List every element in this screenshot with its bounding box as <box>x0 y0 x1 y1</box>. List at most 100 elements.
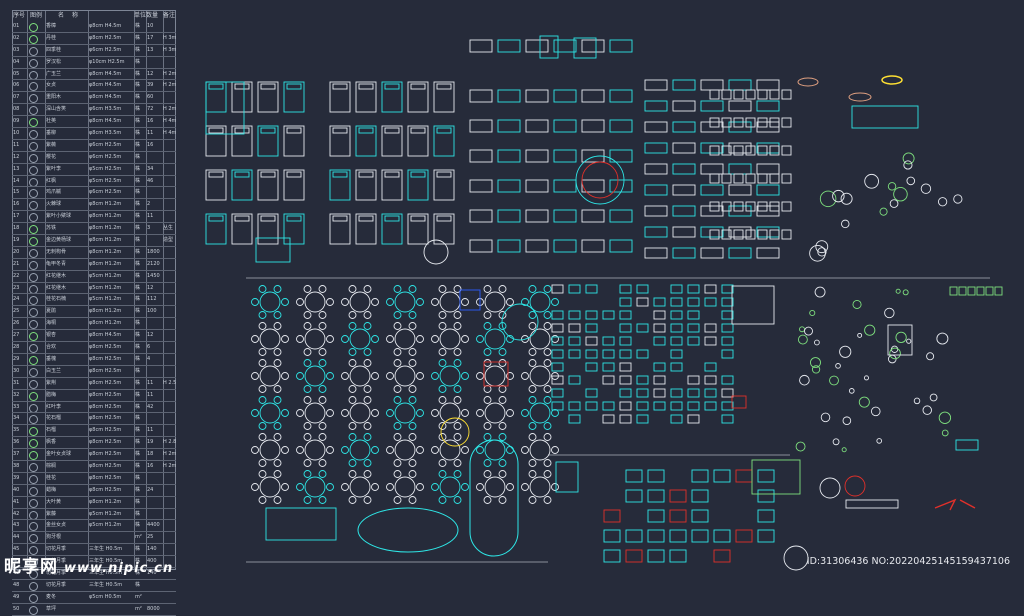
plant-symbol-icon <box>29 34 38 44</box>
sofa-block <box>756 142 780 154</box>
chair-block <box>733 173 744 184</box>
chair-block <box>438 385 447 393</box>
bed-block <box>329 213 351 245</box>
pillow-block <box>234 83 250 90</box>
chair-block <box>318 385 327 393</box>
dining-table-block <box>439 365 461 387</box>
legend-cell-qty: 11 <box>147 213 154 220</box>
legend-cell-qty: 4400 <box>147 522 160 529</box>
pillow-block <box>358 83 374 90</box>
chair-block <box>431 409 439 417</box>
fixture-block <box>568 284 581 294</box>
legend-cell-unit: 株 <box>135 510 141 517</box>
plant-symbol-icon <box>29 474 38 484</box>
plant-symbol-icon <box>29 498 38 508</box>
chair-block <box>528 433 537 441</box>
chair-block <box>483 459 492 467</box>
plant-symbol <box>811 365 821 374</box>
legend-cell-no: 02 <box>13 34 20 41</box>
plant-symbol-icon <box>29 403 38 413</box>
chair-block <box>757 173 768 184</box>
legend-cell-spec: φ6cm H2.5m <box>89 153 122 160</box>
chair-block <box>318 311 327 319</box>
legend-cell-spec: φ8cm H1.2m <box>89 201 122 208</box>
legend-cell-name: 银杏 <box>46 332 57 339</box>
bed-block <box>329 169 351 201</box>
legend-cell-name: 夏鹃 <box>46 308 57 315</box>
chair-block <box>408 385 417 393</box>
chair-block <box>483 311 492 319</box>
fixture-block <box>568 414 581 424</box>
legend-cell-qty: 34 <box>147 165 154 172</box>
office-desk-block <box>625 469 643 483</box>
fixture-block <box>619 297 632 307</box>
sofa-block <box>672 205 696 217</box>
legend-cell-name: 大叶黄 <box>46 498 62 505</box>
plant-symbol-icon <box>29 106 38 116</box>
chair-block <box>483 396 492 404</box>
fixture-block <box>619 362 632 372</box>
legend-cell-no: 31 <box>13 379 20 386</box>
plant-symbol <box>797 334 808 345</box>
chair-block <box>438 396 447 404</box>
dining-table-block <box>439 476 461 498</box>
chair-block <box>506 483 514 491</box>
legend-cell-name: 垂槐 <box>46 355 57 362</box>
chair-block <box>757 117 768 128</box>
header-name: 名 <box>58 12 65 19</box>
fixture-block <box>619 323 632 333</box>
legend-cell-note: H 2.5m <box>163 379 176 386</box>
chair-block <box>393 396 402 404</box>
chair-block <box>498 459 507 467</box>
chair-block <box>543 396 552 404</box>
plant-symbol <box>858 396 870 408</box>
chair-block <box>251 298 259 306</box>
dining-table-block <box>484 439 506 461</box>
sofa-block <box>553 179 577 193</box>
legend-cell-name: 切花月季 <box>46 581 67 588</box>
chair-block <box>521 372 529 380</box>
chair-block <box>745 229 756 240</box>
chair-block <box>371 298 379 306</box>
plant-symbol-icon <box>29 510 38 520</box>
legend-cell-spec: 三年生 H0.5m <box>89 569 123 576</box>
fixture-block <box>704 297 717 307</box>
chair-block <box>363 348 372 356</box>
chair-block <box>528 470 537 478</box>
legend-cell-name: 紫藤 <box>46 510 57 517</box>
fixture-block <box>721 414 734 424</box>
chair-block <box>371 446 379 454</box>
plant-symbol-icon <box>29 70 38 80</box>
dining-table-block <box>394 328 416 350</box>
dining-table-block <box>529 439 551 461</box>
legend-cell-name: 樱花 <box>46 153 57 160</box>
office-desk-block <box>691 489 709 503</box>
chair-block <box>453 348 462 356</box>
chair-block <box>528 422 537 430</box>
legend-cell-qty: 140 <box>147 546 157 553</box>
pillow-block <box>436 83 452 90</box>
pillow-block <box>358 215 374 222</box>
chair-block <box>528 459 537 467</box>
plant-symbol-icon <box>29 462 38 472</box>
chair-block <box>251 335 259 343</box>
legend-cell-name: 四季桂 <box>46 46 62 53</box>
fixture-block <box>687 297 700 307</box>
chair-block <box>733 117 744 128</box>
plant-symbol <box>913 397 921 405</box>
chair-block <box>431 335 439 343</box>
chair-block <box>521 335 529 343</box>
chair-block <box>326 335 334 343</box>
fixture-block <box>721 284 734 294</box>
chair-block <box>453 496 462 504</box>
sofa-block <box>581 89 605 103</box>
legend-cell-unit: 株 <box>135 141 141 148</box>
office-desk-block <box>757 489 775 503</box>
dining-table-block <box>259 365 281 387</box>
